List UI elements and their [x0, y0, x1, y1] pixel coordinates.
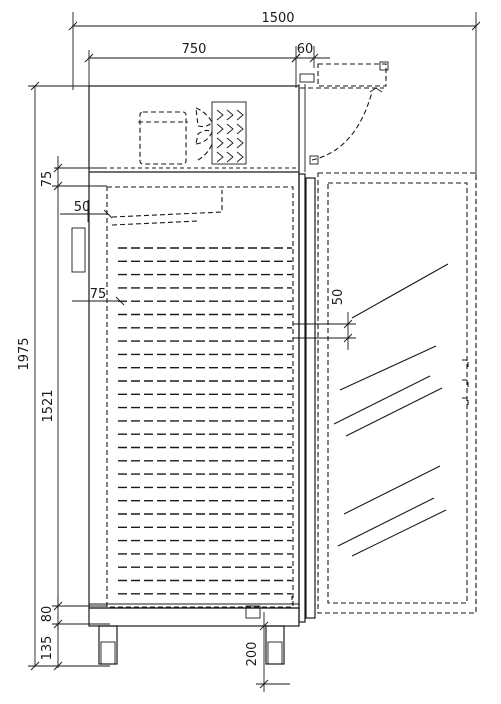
dimension-leg-height: 135 — [40, 624, 63, 671]
dimension-hinge-offset: 60 — [290, 42, 330, 88]
dim-label-1975: 1975 — [17, 337, 32, 370]
door-frame — [298, 84, 319, 623]
dim-label-75-rail: 75 — [90, 287, 107, 302]
interior-compartment — [106, 186, 294, 608]
condenser-fan — [195, 107, 213, 161]
door-swing-plan — [299, 61, 389, 161]
dim-label-135: 135 — [40, 636, 55, 661]
dim-label-75-top: 75 — [40, 171, 55, 188]
dimension-interior-height: 1521 — [41, 181, 107, 611]
dimension-shelf-pitch: 50 — [293, 289, 356, 350]
drain-pipe — [240, 596, 293, 619]
dimension-top-section: 75 — [40, 156, 107, 190]
dimension-leg-adjust: 200 — [245, 612, 290, 692]
dim-label-50-side: 50 — [74, 200, 91, 215]
dimension-base-height: 80 — [40, 596, 110, 630]
cabinet-body — [88, 85, 300, 627]
glass-reflection — [333, 263, 449, 557]
dim-label-60: 60 — [297, 42, 314, 57]
dimension-overall-height: 1975 — [17, 81, 110, 671]
dimension-overall-width: 1500 — [68, 11, 481, 175]
dim-label-750: 750 — [182, 42, 207, 57]
compressor-unit — [138, 111, 188, 165]
dimension-cabinet-width: 750 — [84, 42, 301, 88]
side-handle — [71, 227, 86, 273]
legs — [98, 625, 285, 665]
condenser-coil — [211, 101, 247, 165]
shelf-rails — [118, 247, 292, 595]
dim-label-50-pitch: 50 — [331, 289, 346, 306]
dimension-side-inset: 50 — [60, 200, 113, 222]
dim-label-200: 200 — [245, 642, 260, 667]
dim-label-1521: 1521 — [41, 389, 56, 422]
dim-label-80: 80 — [40, 606, 55, 623]
open-door-outline — [317, 172, 477, 614]
dim-label-1500: 1500 — [261, 11, 294, 26]
dimension-rail-offset: 75 — [72, 287, 125, 310]
